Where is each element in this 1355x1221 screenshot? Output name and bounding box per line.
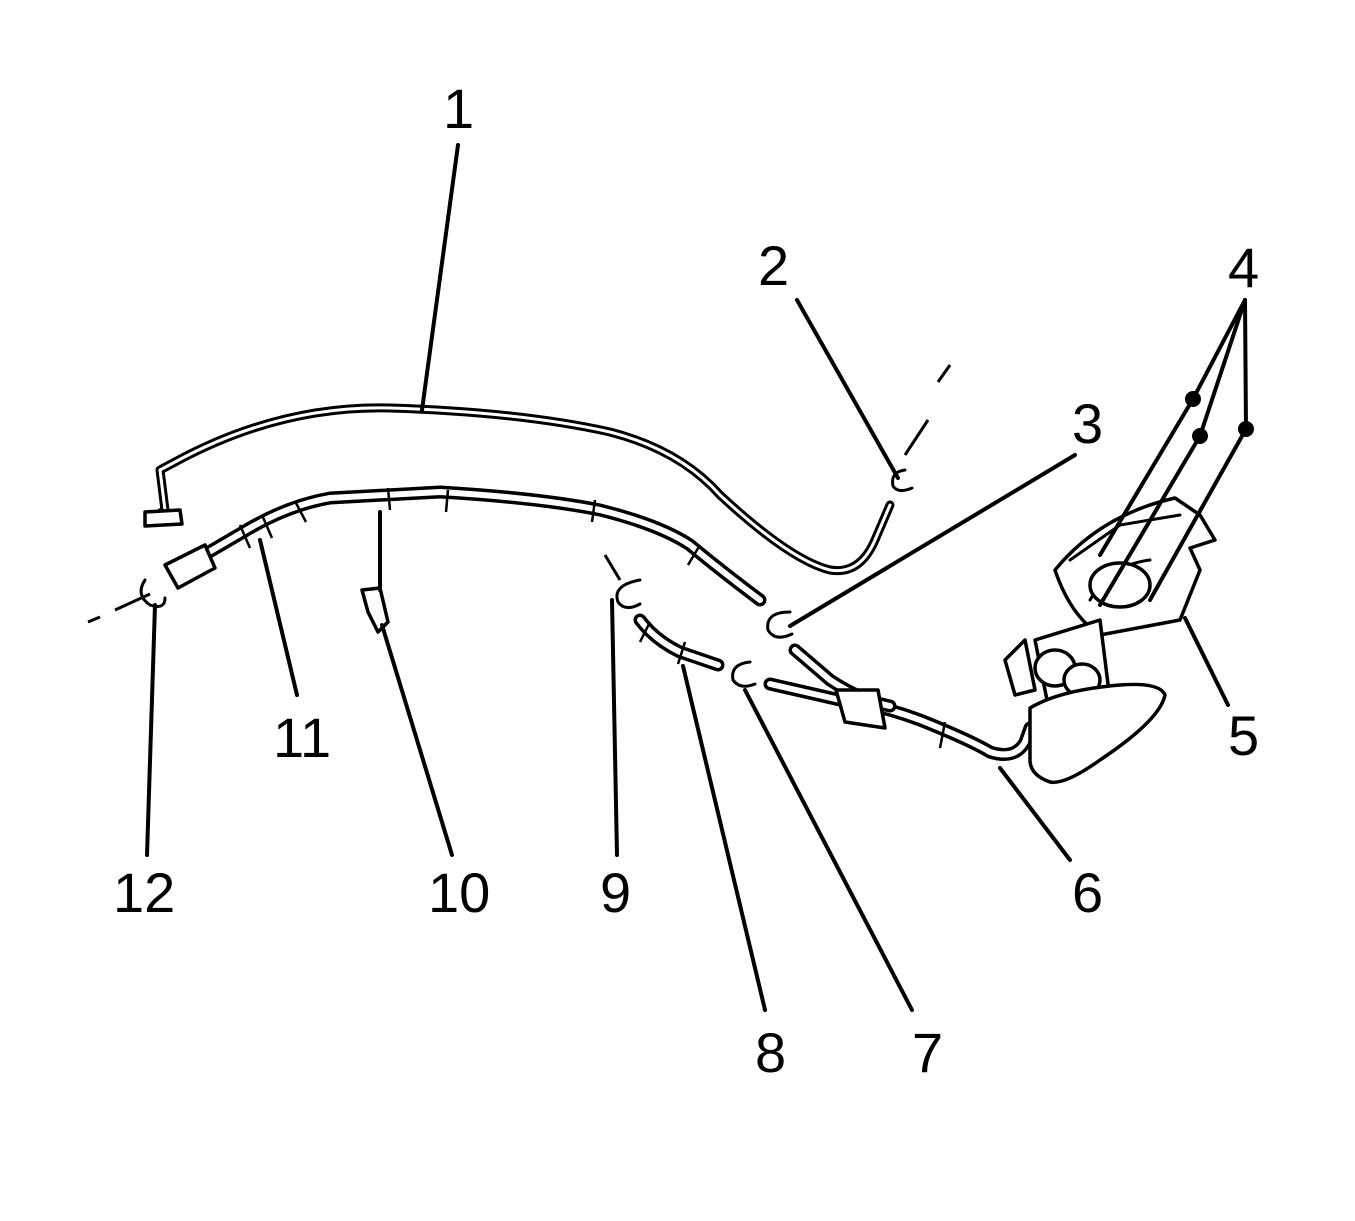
callout-7: 7	[912, 1021, 943, 1084]
callout-9: 9	[600, 861, 631, 924]
lower-fuel-pipe	[163, 485, 767, 607]
leader-1	[420, 143, 460, 412]
callout-4: 4	[1228, 236, 1259, 299]
clip-2	[891, 468, 914, 493]
leader-7	[743, 688, 914, 1012]
leader-12	[145, 603, 157, 857]
callout-8: 8	[755, 1021, 786, 1084]
leader-9	[610, 598, 619, 857]
leader-8	[681, 664, 767, 1012]
callout-5: 5	[1228, 704, 1259, 767]
leader-6	[998, 766, 1072, 862]
callout-11: 11	[273, 706, 331, 769]
fuel-pump-module	[1003, 496, 1217, 785]
leader-3	[788, 453, 1077, 628]
clip-7	[731, 660, 757, 688]
centerline-dashes	[87, 364, 952, 624]
callout-6: 6	[1072, 861, 1103, 924]
hose-segment	[633, 613, 725, 672]
leader-2	[795, 298, 900, 480]
callout-3: 3	[1072, 392, 1103, 455]
leader-4c	[1243, 298, 1248, 431]
callout-1: 1	[443, 77, 474, 140]
bolts	[1098, 391, 1254, 607]
callout-12: 12	[113, 861, 175, 924]
leader-10	[380, 623, 454, 857]
leader-4b	[1198, 298, 1247, 438]
leader-4a	[1191, 298, 1247, 401]
leader-5	[1183, 616, 1230, 707]
pump-connector-pipe	[763, 643, 1037, 761]
callout-10: 10	[428, 861, 490, 924]
leader-lines	[145, 143, 1248, 1012]
clip-12	[139, 578, 167, 608]
leader-11	[258, 538, 299, 697]
callout-labels: 1 2 3 4 5 6 7 8 9 10 11 12	[113, 77, 1259, 1084]
upper-fuel-line	[143, 403, 895, 576]
clip-9	[615, 578, 642, 609]
callout-2: 2	[758, 234, 789, 297]
clip-3	[766, 610, 794, 639]
